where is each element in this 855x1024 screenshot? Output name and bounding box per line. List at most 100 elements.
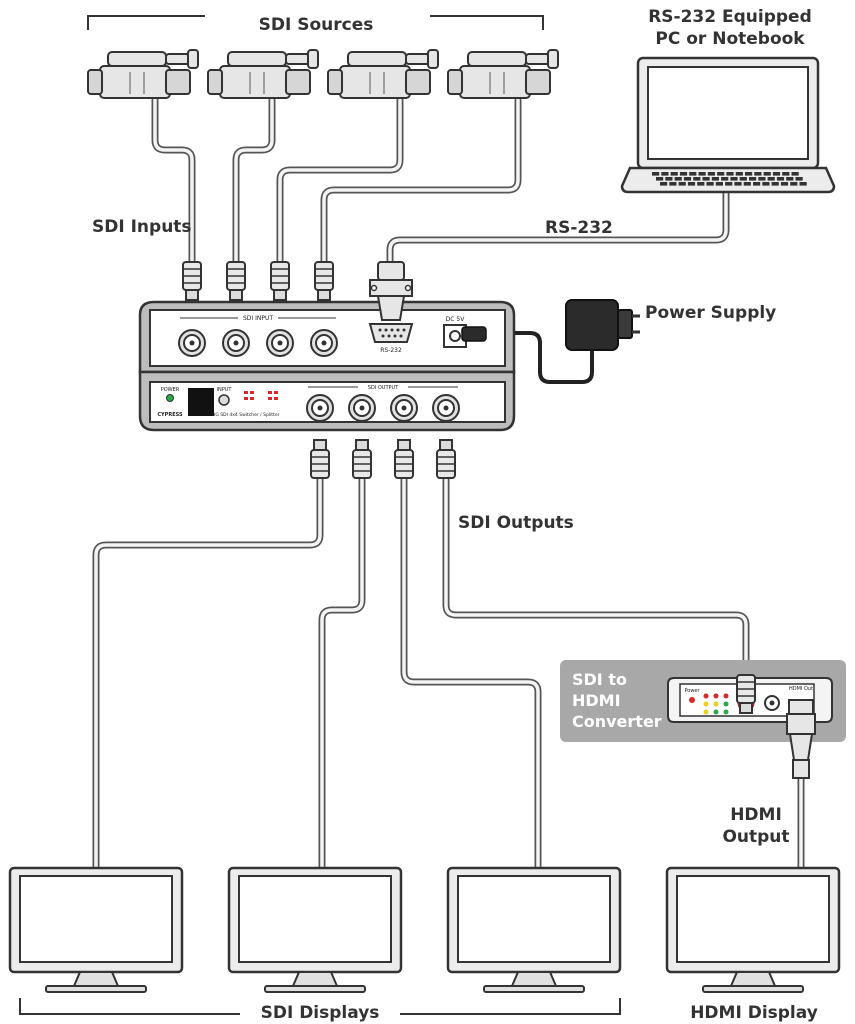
brand-label: CYPRESS	[157, 412, 183, 418]
hdmi-output-label-line1: HDMI	[730, 805, 782, 825]
keyboard-key	[702, 177, 710, 181]
camera-4	[447, 49, 559, 99]
keyboard-key	[706, 182, 714, 186]
cable-sdi-output-1	[92, 474, 324, 874]
hdmi-display-label: HDMI Display	[690, 1003, 818, 1023]
converter-power-led	[689, 697, 695, 703]
cable-hdmi	[792, 756, 810, 872]
sdi-display-1	[8, 866, 184, 994]
sdi-input-jack-1	[178, 329, 206, 357]
keyboard-key	[739, 177, 747, 181]
keyboard-key	[717, 172, 725, 176]
cable-sdi-input-3	[276, 96, 404, 266]
keyboard-key	[661, 172, 669, 176]
keyboard-key	[652, 172, 660, 176]
sdi-sources-label: SDI Sources	[259, 15, 374, 35]
dc-label: DC 5V	[446, 316, 466, 323]
cable-sdi-input-2	[232, 96, 276, 266]
sdi-outputs-label: SDI Outputs	[458, 513, 574, 533]
sdi-input-jack-2	[222, 329, 250, 357]
keyboard-key	[786, 177, 794, 181]
keyboard-key	[749, 177, 757, 181]
sdi-displays-label: SDI Displays	[261, 1003, 380, 1023]
keyboard-key	[670, 172, 678, 176]
cable-sdi-input-1	[151, 96, 196, 266]
sdi-output-plug-2	[352, 439, 372, 479]
keyboard-key	[791, 172, 799, 176]
camera-2	[207, 49, 319, 99]
rs232-port-label: RS-232	[380, 347, 402, 354]
keyboard-key	[715, 182, 723, 186]
keyboard-key	[669, 182, 677, 186]
ir-window	[188, 388, 214, 416]
converter-label-line3: Converter	[572, 712, 662, 731]
keyboard-key	[754, 172, 762, 176]
sources-bracket-left	[87, 15, 205, 30]
rs232-pc-label-line1: RS-232 Equipped	[648, 7, 812, 27]
keyboard-key	[730, 177, 738, 181]
hdmi-output-label-line2: Output	[722, 827, 789, 847]
keyboard-key	[689, 172, 697, 176]
keyboard-key	[725, 182, 733, 186]
sdi-input-jack-3	[266, 329, 294, 357]
cable-sdi-output-4	[442, 474, 750, 679]
keyboard-key	[698, 172, 706, 176]
cable-sdi-output-3	[400, 474, 542, 874]
sdi-input-plug-4	[314, 261, 334, 301]
converter-label-line1: SDI to	[572, 670, 627, 689]
keyboard-key	[763, 172, 771, 176]
sdi-input-jack-4	[310, 329, 338, 357]
keyboard-key	[743, 182, 751, 186]
converter-bnc-plug	[736, 674, 756, 714]
rs232-pc-label-line2: PC or Notebook	[655, 29, 805, 49]
cable-sdi-output-2	[318, 474, 366, 874]
rs232-port	[368, 323, 414, 343]
hdmi-display	[665, 866, 841, 994]
input-button[interactable]	[218, 394, 230, 406]
sdi-output-plug-4	[436, 439, 456, 479]
model-label: 3G SDI 4x4 Switcher / Splitter	[213, 412, 280, 418]
keyboard-key	[771, 182, 779, 186]
converter-power-label: Power	[684, 688, 700, 694]
keyboard-key	[683, 177, 692, 181]
sdi-output-jack-3	[390, 394, 418, 422]
input-leds	[244, 391, 278, 400]
keyboard-key	[782, 172, 790, 176]
keyboard-key	[721, 177, 729, 181]
keyboard-key	[735, 172, 743, 176]
keyboard-key	[660, 182, 668, 186]
keyboard-key	[795, 177, 803, 181]
converter-hdmi-out-label: HDMI Out	[789, 686, 813, 692]
keyboard-key	[711, 177, 719, 181]
camera-1	[87, 49, 199, 99]
keyboard-key	[776, 177, 785, 181]
cable-rs232	[386, 188, 730, 266]
keyboard-key	[772, 172, 781, 176]
keyboard-key	[697, 182, 705, 186]
power-led-label: POWER	[161, 387, 180, 393]
keyboard-key	[758, 177, 766, 181]
sdi-input-plug-1	[182, 261, 202, 301]
rs232-label: RS-232	[545, 218, 613, 238]
keyboard-key	[745, 172, 753, 176]
sdi-output-panel-label: SDI OUTPUT	[368, 385, 399, 391]
sources-bracket-right	[430, 15, 544, 30]
camera-3	[327, 49, 439, 99]
sdi-output-jack-1	[306, 394, 334, 422]
keyboard-key	[799, 182, 807, 186]
keyboard-key	[780, 182, 789, 186]
laptop	[620, 56, 836, 194]
sdi-input-plug-2	[226, 261, 246, 301]
hdmi-plug	[786, 699, 816, 761]
sdi-input-plug-3	[270, 261, 290, 301]
power-adapter	[565, 299, 640, 351]
keyboard-key	[693, 177, 701, 181]
dc-plug	[461, 326, 487, 342]
keyboard-key	[679, 172, 688, 176]
input-button-label: INPUT	[217, 387, 233, 393]
keyboard-key	[678, 182, 686, 186]
cable-power	[483, 331, 594, 384]
cable-sdi-input-4	[320, 96, 522, 266]
sdi-input-panel-label: SDI INPUT	[243, 315, 273, 322]
